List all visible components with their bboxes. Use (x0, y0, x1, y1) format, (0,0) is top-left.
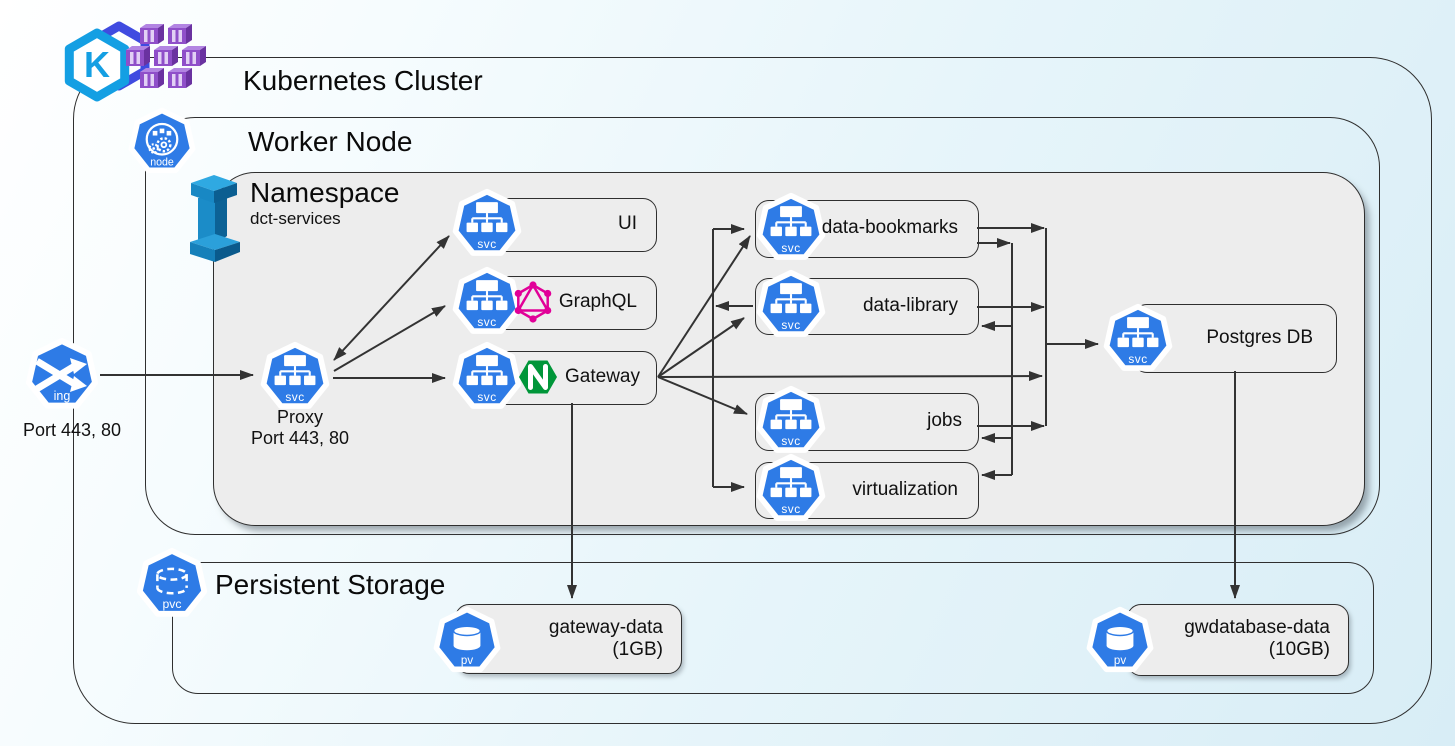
node-icon (131, 111, 192, 171)
namespace-pillar-icon (190, 175, 240, 262)
worker-title: Worker Node (248, 126, 413, 157)
virtualization-label: virtualization (852, 479, 958, 500)
arrow-proxy-ui-bidirectional (333, 235, 450, 361)
arrow-gateway-to-db-bus (657, 371, 1043, 382)
gwdatabase-data-size: (10GB) (1268, 639, 1330, 660)
gateway-data-name: gateway-data (548, 617, 663, 638)
data-library-label: data-library (862, 295, 958, 316)
gateway-data-size: (1GB) (612, 639, 663, 660)
gwdatabase-data-volume-box (1127, 604, 1349, 676)
kubernetes-logo-icon: K (64, 21, 150, 102)
persistent-storage-container (172, 562, 1374, 694)
namespace-name: dct-services (250, 209, 341, 228)
gwdatabase-data-label: gwdatabase-data (10GB) (1127, 617, 1330, 661)
arrow-proxy-to-graphql (333, 305, 446, 372)
proxy-name: Proxy (276, 407, 323, 427)
svg-text:K: K (84, 44, 110, 85)
graphql-logo-icon (514, 281, 552, 323)
proxy-svc-icon (264, 345, 327, 406)
postgres-label: Postgres DB (1206, 327, 1313, 348)
namespace-title: Namespace (250, 177, 400, 208)
cluster-title: Kubernetes Cluster (243, 65, 483, 96)
arrow-gateway-to-jobs (657, 376, 748, 415)
graphql-label: GraphQL (558, 291, 637, 312)
proxy-ports: Port 443, 80 (250, 428, 350, 448)
proxy-label: Proxy Port 443, 80 (225, 407, 375, 449)
arrow-gateway-to-bookmarks (657, 235, 751, 378)
worker-node-container (145, 117, 1380, 535)
data-bookmarks-label: data-bookmarks (821, 217, 958, 238)
gateway-data-label: gateway-data (1GB) (455, 617, 663, 661)
ingress-icon (29, 341, 95, 406)
ingress-ports-label: Port 443, 80 (22, 420, 122, 440)
ui-label: UI (618, 213, 637, 234)
gwdatabase-data-name: gwdatabase-data (1184, 617, 1330, 638)
jobs-label: jobs (927, 410, 962, 431)
arrow-gateway-to-library (657, 317, 745, 378)
containers-icon (126, 24, 206, 88)
storage-title: Persistent Storage (215, 569, 446, 600)
pvc-icon (140, 551, 205, 614)
gateway-label: Gateway (565, 366, 640, 387)
nginx-logo-icon (519, 360, 557, 394)
